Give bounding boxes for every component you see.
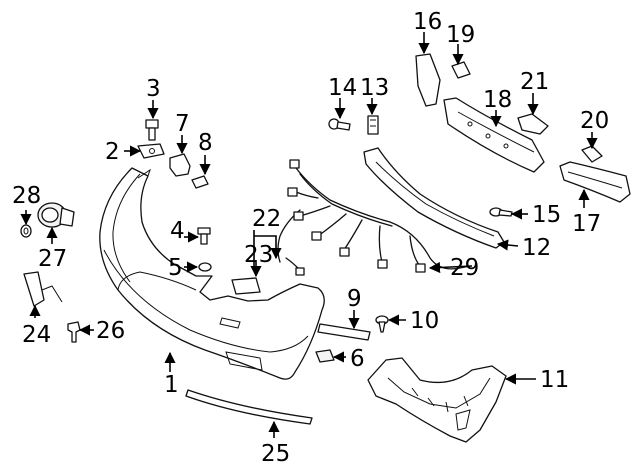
callout-12: 12 bbox=[522, 235, 551, 261]
lower-strip-part bbox=[185, 389, 313, 425]
ring-28-part bbox=[20, 224, 32, 238]
callout-19: 19 bbox=[446, 22, 475, 48]
callout-7: 7 bbox=[175, 111, 190, 137]
callout-29: 29 bbox=[450, 255, 479, 281]
callout-14: 14 bbox=[328, 75, 357, 101]
clip-10-part bbox=[375, 315, 389, 333]
callout-6: 6 bbox=[350, 346, 365, 372]
bumper-cover-part bbox=[99, 167, 325, 380]
callout-22: 22 bbox=[252, 206, 281, 232]
bracket-2-part bbox=[137, 143, 165, 159]
callout-15: 15 bbox=[532, 202, 561, 228]
upper-absorber-18-part bbox=[443, 97, 545, 173]
bracket-24-part bbox=[23, 271, 63, 307]
module-23-part bbox=[231, 277, 261, 295]
block-6-part bbox=[315, 349, 335, 363]
callout-25: 25 bbox=[261, 441, 290, 467]
clip-20-part bbox=[581, 145, 603, 163]
bracket-21-part bbox=[517, 113, 549, 135]
bolt-14-part bbox=[328, 118, 351, 131]
nut-5-part bbox=[198, 262, 212, 272]
callout-numbers: 1 2 3 4 5 6 7 8 9 10 11 12 13 14 15 16 1… bbox=[12, 9, 609, 467]
callout-24: 24 bbox=[22, 322, 51, 348]
callout-10: 10 bbox=[410, 308, 439, 334]
callout-5: 5 bbox=[168, 255, 183, 281]
clip-26-part bbox=[67, 321, 81, 343]
leader-29 bbox=[428, 261, 473, 274]
callout-20: 20 bbox=[580, 108, 609, 134]
callout-11: 11 bbox=[540, 367, 569, 393]
clip-13-part bbox=[367, 115, 379, 135]
callout-26: 26 bbox=[96, 318, 125, 344]
callout-8: 8 bbox=[198, 130, 213, 156]
callout-17: 17 bbox=[572, 211, 601, 237]
side-bracket-11-part bbox=[367, 357, 507, 443]
callout-16: 16 bbox=[413, 9, 442, 35]
absorber-12-part bbox=[363, 147, 505, 249]
callout-23: 23 bbox=[244, 242, 273, 268]
leader-lines bbox=[20, 32, 598, 438]
callout-3: 3 bbox=[146, 76, 161, 102]
bracket-17-part bbox=[559, 161, 631, 203]
callout-9: 9 bbox=[347, 286, 362, 312]
callout-2: 2 bbox=[105, 139, 120, 165]
leader-22 bbox=[253, 230, 276, 266]
callout-21: 21 bbox=[520, 69, 549, 95]
callout-4: 4 bbox=[170, 218, 185, 244]
strip-9-part bbox=[317, 323, 371, 341]
clip-7-part bbox=[169, 153, 191, 177]
screw-8-part bbox=[191, 175, 209, 189]
park-sensor-27-part bbox=[37, 202, 75, 228]
bolt-3-part bbox=[145, 119, 159, 141]
callout-27: 27 bbox=[38, 246, 67, 272]
callout-18: 18 bbox=[483, 87, 512, 113]
callout-28: 28 bbox=[12, 183, 41, 209]
callout-1: 1 bbox=[164, 372, 179, 398]
screw-15-part bbox=[489, 207, 513, 217]
bolt-4-part bbox=[197, 227, 211, 245]
clip-19-part bbox=[451, 61, 471, 79]
callout-13: 13 bbox=[360, 75, 389, 101]
bracket-16-part bbox=[415, 53, 441, 107]
leader-12 bbox=[496, 239, 519, 251]
